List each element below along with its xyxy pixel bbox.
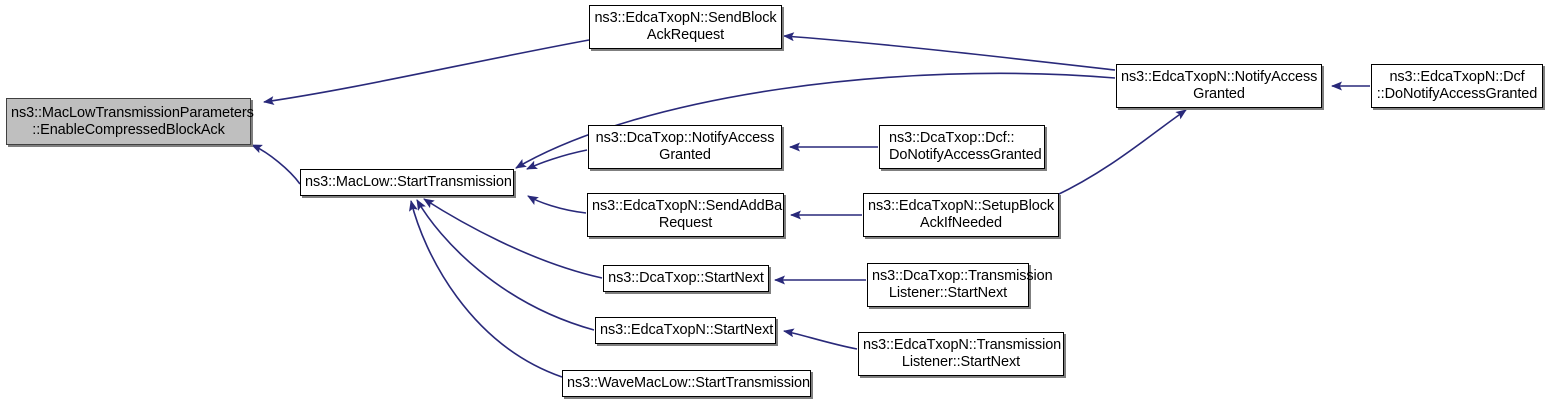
edge-wavemaclow-start-transmission-to-maclow-start-transmission (409, 200, 563, 378)
edge-setup-block-ack-to-notify-access-granted (1054, 109, 1187, 197)
edge-dcatxop-notify-access-granted-to-maclow-start-transmission (526, 149, 588, 170)
node-edcatxopn-dcf-donotify-access-granted[interactable]: ns3::EdcaTxopN::Dcf ::DoNotifyAccessGran… (1371, 64, 1543, 108)
edge-maclow-start-transmission-to-enable-compressed-block-ack (251, 144, 301, 185)
node-enable-compressed-block-ack[interactable]: ns3::MacLowTransmissionParameters ::Enab… (6, 98, 254, 145)
node-label: ns3::MacLowTransmissionParameters ::Enab… (11, 104, 254, 138)
edge-notify-access-granted-to-maclow-start-transmission (515, 72, 1116, 169)
node-label: ns3::EdcaTxopN::Transmission Listener::S… (863, 337, 1062, 370)
node-label: ns3::DcaTxop::NotifyAccess Granted (595, 130, 775, 163)
node-label: ns3::EdcaTxopN::StartNext (600, 322, 774, 338)
edge-group (251, 32, 1370, 378)
edge-send-add-ba-request-to-maclow-start-transmission (527, 195, 587, 214)
node-send-block-ack-request[interactable]: ns3::EdcaTxopN::SendBlock AckRequest (589, 5, 782, 49)
node-dcatxop-notify-access-granted[interactable]: ns3::DcaTxop::NotifyAccess Granted (588, 125, 782, 169)
node-wavemaclow-start-transmission[interactable]: ns3::WaveMacLow::StartTransmission (562, 370, 811, 397)
edge-edcatxopn-start-next-to-maclow-start-transmission (416, 199, 595, 331)
edge-send-block-ack-request-to-enable-compressed-block-ack (263, 39, 590, 106)
node-label: ns3::EdcaTxopN::NotifyAccess Granted (1121, 69, 1318, 102)
edge-dcatxop-start-next-to-maclow-start-transmission (423, 198, 603, 279)
edge-edcatxopn-listener-to-edcatxopn-start-next (783, 328, 858, 350)
node-dcatxop-dcf-donotify-access-granted[interactable]: ns3::DcaTxop::Dcf:: DoNotifyAccessGrante… (879, 125, 1045, 169)
node-label: ns3::EdcaTxopN::SendAddBa Request (592, 198, 783, 231)
node-edcatxopn-notify-access-granted[interactable]: ns3::EdcaTxopN::NotifyAccess Granted (1116, 64, 1322, 108)
node-dcatxop-start-next[interactable]: ns3::DcaTxop::StartNext (603, 265, 769, 292)
node-label: ns3::EdcaTxopN::SendBlock AckRequest (594, 10, 777, 43)
node-label: ns3::DcaTxop::Transmission Listener::Sta… (872, 268, 1053, 301)
node-label: ns3::WaveMacLow::StartTransmission (567, 375, 810, 391)
node-label: ns3::DcaTxop::Dcf:: DoNotifyAccessGrante… (889, 130, 1042, 163)
node-dcatxop-transmission-listener-start-next[interactable]: ns3::DcaTxop::Transmission Listener::Sta… (867, 263, 1053, 307)
edge-notify-access-granted-to-send-block-ack-request (783, 32, 1116, 71)
node-edcatxopn-start-next[interactable]: ns3::EdcaTxopN::StartNext (595, 317, 776, 344)
node-maclow-start-transmission[interactable]: ns3::MacLow::StartTransmission (300, 169, 514, 196)
node-label: ns3::EdcaTxopN::SetupBlock AckIfNeeded (868, 198, 1054, 231)
node-edcatxopn-setup-block-ack-if-needed[interactable]: ns3::EdcaTxopN::SetupBlock AckIfNeeded (863, 193, 1059, 237)
node-label: ns3::DcaTxop::StartNext (608, 270, 764, 286)
node-edcatxopn-send-add-ba-request[interactable]: ns3::EdcaTxopN::SendAddBa Request (587, 193, 784, 237)
node-label: ns3::MacLow::StartTransmission (305, 174, 512, 190)
node-edcatxopn-transmission-listener-start-next[interactable]: ns3::EdcaTxopN::Transmission Listener::S… (858, 332, 1064, 376)
node-label: ns3::EdcaTxopN::Dcf ::DoNotifyAccessGran… (1376, 69, 1538, 102)
